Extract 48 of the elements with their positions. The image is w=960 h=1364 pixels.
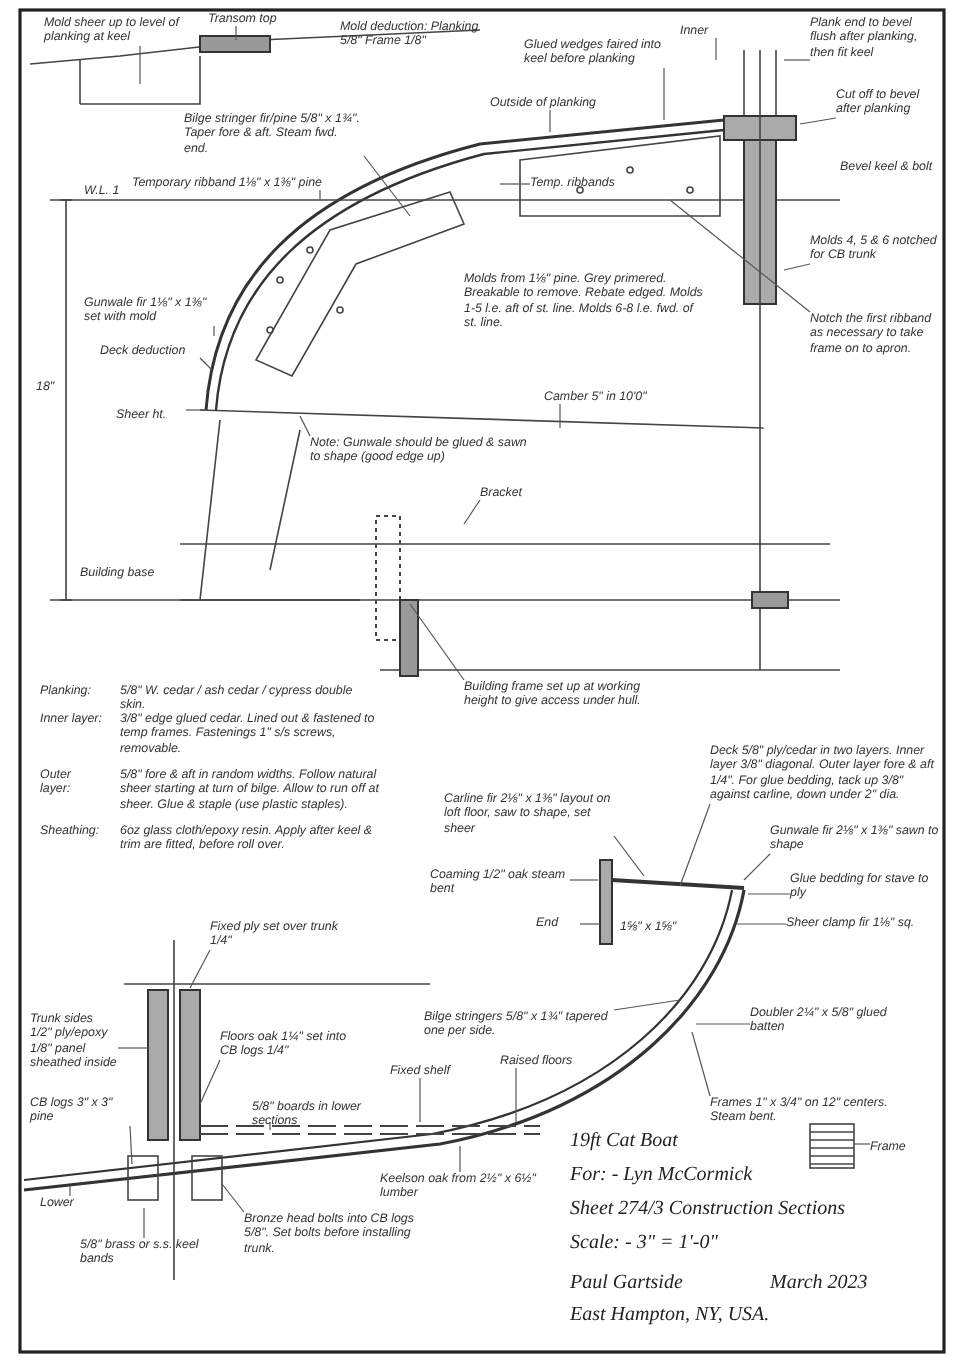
leader-line [463, 499, 481, 525]
leader-line [679, 803, 711, 887]
leader-line [189, 949, 211, 989]
leader-line [743, 853, 771, 881]
leader-line [613, 999, 681, 1011]
title-block-text: For: - Lyn McCormick [570, 1164, 753, 1186]
leader-line [129, 1125, 133, 1165]
leader-line [299, 415, 311, 437]
leader-line [319, 189, 321, 201]
leader-line [695, 1023, 751, 1025]
leader-line [409, 603, 465, 681]
leader-line [419, 1077, 421, 1123]
leader-line [269, 1121, 271, 1131]
leader-line [515, 1067, 517, 1123]
leader-line [799, 117, 837, 125]
leader-line [143, 1207, 145, 1239]
leader-line [235, 25, 237, 41]
leader-line [117, 1047, 149, 1049]
leader-line [199, 357, 213, 371]
leader-line [559, 403, 561, 429]
leader-line [499, 183, 531, 185]
leader-line [139, 45, 141, 85]
title-block-text: March 2023 [770, 1272, 868, 1294]
leader-line [715, 37, 717, 61]
title-block-text: Scale: - 3" = 1'-0" [570, 1232, 718, 1254]
leader-line [691, 1031, 711, 1097]
leader-line [213, 325, 215, 337]
leader-line [613, 835, 645, 877]
title-block-text: 19ft Cat Boat [570, 1130, 678, 1152]
leader-line [747, 893, 791, 895]
leader-line [549, 109, 551, 133]
leader-line [579, 923, 601, 925]
leader-line [853, 1143, 871, 1145]
leader-line [569, 879, 599, 881]
leader-line [669, 199, 811, 313]
leader-line [199, 1059, 221, 1105]
leader-line [69, 1185, 71, 1197]
leader-line [185, 409, 205, 411]
leader-line [363, 155, 411, 217]
title-block-text: Paul Gartside [570, 1272, 683, 1294]
leader-line [663, 67, 665, 121]
leader-line [783, 59, 811, 61]
leader-line [783, 263, 811, 271]
leader-line [221, 1183, 245, 1213]
leader-line [459, 1145, 461, 1173]
title-block-text: Sheet 274/3 Construction Sections [570, 1198, 845, 1220]
title-block-text: East Hampton, NY, USA. [570, 1304, 770, 1326]
leader-line [735, 923, 787, 925]
